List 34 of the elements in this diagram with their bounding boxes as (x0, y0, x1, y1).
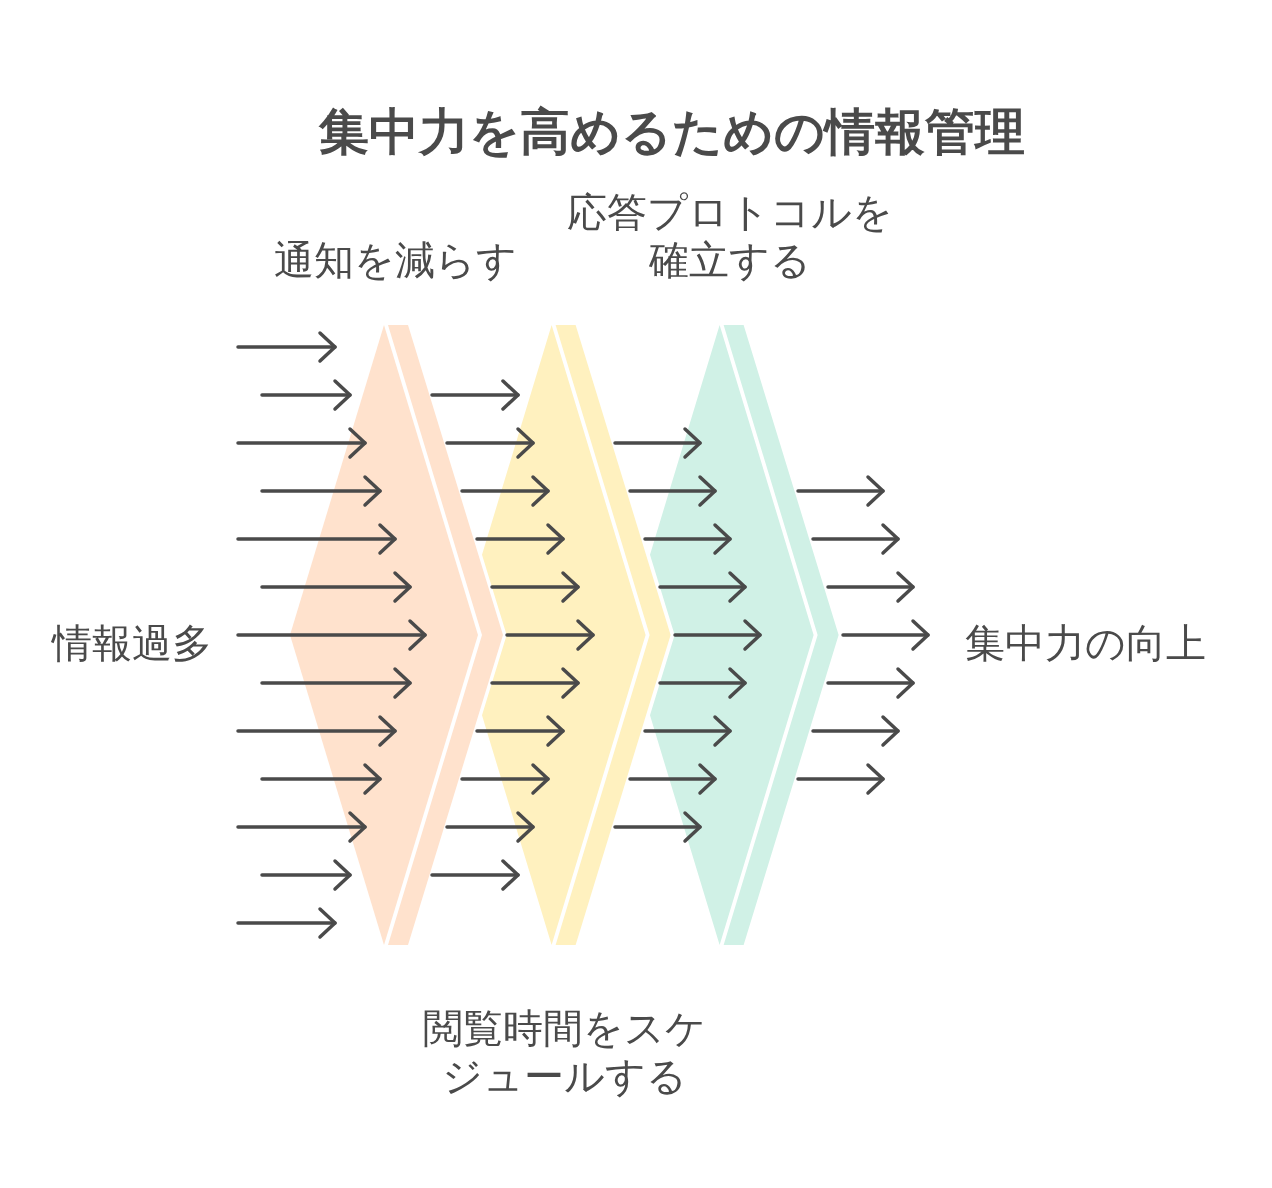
arrow (658, 571, 747, 603)
arrow (841, 619, 930, 651)
arrow (260, 763, 382, 795)
arrow (673, 619, 762, 651)
arrow (643, 715, 732, 747)
arrow (643, 523, 732, 555)
node-label: 情報過多 (52, 619, 212, 667)
arrow (260, 379, 352, 411)
stage-label: 通知を減らす (273, 236, 517, 284)
arrow (236, 715, 397, 747)
arrow (505, 619, 595, 651)
arrow (236, 331, 337, 363)
arrow (260, 475, 382, 507)
arrow (236, 619, 427, 651)
arrow (260, 667, 412, 699)
arrow (490, 571, 580, 603)
arrow (811, 715, 900, 747)
arrow (260, 859, 352, 891)
node-label: 集中力の向上 (965, 619, 1206, 667)
title: 集中力を高めるための情報管理 (319, 102, 1025, 162)
stage-label: 応答プロトコルを確立する (566, 188, 894, 284)
arrow (236, 523, 397, 555)
arrow (826, 571, 915, 603)
arrow (826, 667, 915, 699)
stage-label: 閲覧時間をスケジュールする (421, 1004, 707, 1100)
arrow (236, 907, 337, 939)
arrow (811, 523, 900, 555)
arrow (260, 571, 412, 603)
arrow (796, 763, 885, 795)
arrow (490, 667, 580, 699)
arrow (236, 811, 367, 843)
arrow (796, 475, 885, 507)
arrow (658, 667, 747, 699)
arrow (236, 427, 367, 459)
